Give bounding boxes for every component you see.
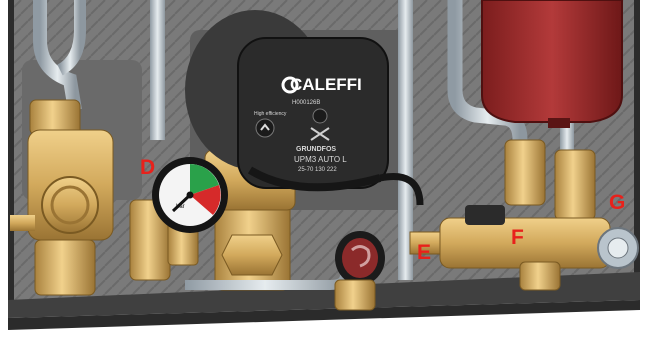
valve-e-body bbox=[335, 280, 375, 310]
gauge-unit-label: bar bbox=[176, 204, 185, 210]
valve-g-hub bbox=[608, 238, 628, 258]
callout-f: F bbox=[511, 227, 524, 248]
hex-nut bbox=[222, 235, 282, 275]
pump-code-label: H000126B bbox=[292, 100, 320, 106]
callout-g: G bbox=[609, 192, 625, 213]
pump-maker-label: GRUNDFOS bbox=[296, 146, 336, 153]
valve-e-cap bbox=[342, 238, 378, 278]
pump-model-label: UPM3 AUTO L bbox=[294, 156, 347, 164]
pump-brand-label: CALEFFI bbox=[290, 75, 362, 95]
right-riser-1 bbox=[505, 140, 545, 205]
callout-d: D bbox=[140, 157, 155, 178]
cabinet-left-wall bbox=[8, 0, 14, 300]
expansion-vessel bbox=[482, 0, 622, 122]
manifold-clamp bbox=[465, 205, 505, 225]
left-valve-cap bbox=[42, 177, 98, 233]
manifold-outlet bbox=[520, 262, 560, 290]
right-riser-2 bbox=[555, 150, 595, 220]
left-valve-lower bbox=[35, 240, 95, 295]
pump-mode-button bbox=[256, 119, 274, 137]
callout-e: E bbox=[417, 242, 431, 263]
expansion-vessel-neck bbox=[548, 118, 570, 128]
left-side-pipe bbox=[10, 215, 35, 231]
steel-pipe-3 bbox=[150, 0, 165, 140]
gauge-pivot bbox=[187, 192, 194, 199]
pump-model-sub-label: 25-70 130 222 bbox=[298, 167, 337, 173]
manifold-body bbox=[440, 218, 610, 268]
pump-efficiency-label: High efficiency bbox=[254, 112, 288, 117]
pump-indicator bbox=[313, 109, 327, 123]
